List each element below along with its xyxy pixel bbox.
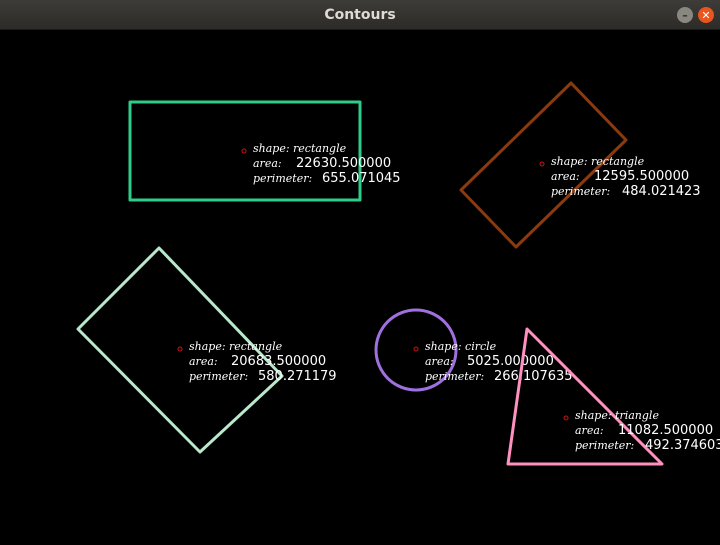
center-marker bbox=[413, 346, 419, 352]
perimeter-label: perimeter: bbox=[425, 370, 484, 383]
area-value: 11082.500000 bbox=[618, 423, 713, 438]
center-marker bbox=[241, 148, 247, 154]
shape-3-group: shape: rectangle area: 20683.500000 peri… bbox=[76, 246, 337, 454]
perimeter-value: 580.271179 bbox=[258, 369, 337, 384]
shape-type-label: shape: triangle bbox=[575, 409, 659, 422]
shape-5-group: shape: triangle area: 11082.500000 perim… bbox=[506, 327, 720, 466]
area-value: 5025.000000 bbox=[467, 354, 554, 369]
perimeter-value: 492.374603 bbox=[645, 438, 720, 453]
shape-2-group: shape: rectangle area: 12595.500000 peri… bbox=[459, 81, 701, 249]
perimeter-label: perimeter: bbox=[575, 439, 634, 452]
perimeter-label: perimeter: bbox=[551, 185, 610, 198]
center-marker bbox=[539, 161, 545, 167]
circle-contour bbox=[374, 308, 458, 392]
area-label: area: bbox=[189, 355, 218, 368]
perimeter-value: 484.021423 bbox=[622, 184, 701, 199]
perimeter-value: 655.071045 bbox=[322, 171, 401, 186]
rectangle-contour bbox=[459, 81, 628, 249]
window-title: Contours bbox=[324, 7, 396, 23]
shape-4-group: shape: circle area: 5025.000000 perimete… bbox=[374, 308, 573, 392]
center-marker bbox=[563, 415, 569, 421]
area-value: 22630.500000 bbox=[296, 156, 391, 171]
image-canvas: shape: rectangle area: 22630.500000 peri… bbox=[0, 30, 720, 545]
area-label: area: bbox=[425, 355, 454, 368]
perimeter-value: 266.107635 bbox=[494, 369, 573, 384]
area-value: 20683.500000 bbox=[231, 354, 326, 369]
shape-type-label: shape: circle bbox=[425, 340, 497, 353]
area-label: area: bbox=[253, 157, 282, 170]
rectangle-contour bbox=[128, 100, 362, 202]
title-bar[interactable]: Contours – ✕ bbox=[0, 0, 720, 30]
center-marker bbox=[177, 346, 183, 352]
close-button[interactable]: ✕ bbox=[698, 7, 714, 23]
shape-type-label: shape: rectangle bbox=[253, 142, 347, 155]
perimeter-label: perimeter: bbox=[253, 172, 312, 185]
shape-1-group: shape: rectangle area: 22630.500000 peri… bbox=[128, 100, 401, 202]
area-value: 12595.500000 bbox=[594, 169, 689, 184]
minimize-button[interactable]: – bbox=[677, 7, 693, 23]
shape-type-label: shape: rectangle bbox=[189, 340, 283, 353]
perimeter-label: perimeter: bbox=[189, 370, 248, 383]
area-label: area: bbox=[575, 424, 604, 437]
contour-drawing: shape: rectangle area: 22630.500000 peri… bbox=[0, 30, 720, 545]
shape-type-label: shape: rectangle bbox=[551, 155, 645, 168]
triangle-contour bbox=[506, 327, 664, 466]
rectangle-contour bbox=[76, 246, 284, 454]
area-label: area: bbox=[551, 170, 580, 183]
